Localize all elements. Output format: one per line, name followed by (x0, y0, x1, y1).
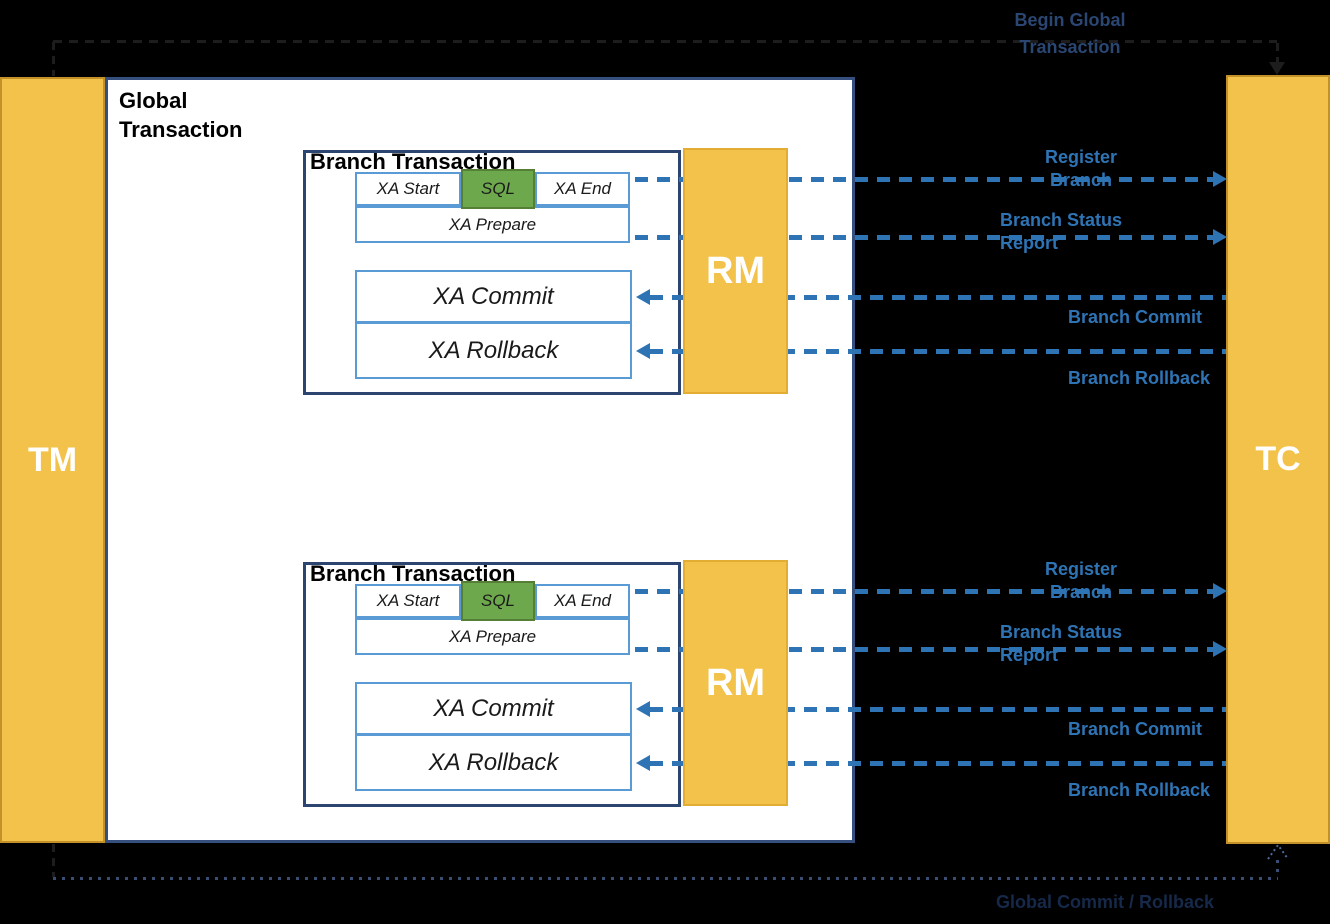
branch-status-arrowhead-icon (1213, 641, 1227, 657)
register-branch-arrow (635, 589, 1214, 594)
xa-commit-box: XA Commit (355, 682, 632, 735)
register-branch-label: Register Branch (1044, 559, 1118, 602)
xa-rollback-box: XA Rollback (355, 322, 632, 379)
xa-rollback-box: XA Rollback (355, 734, 632, 791)
end-flow-arrowhead-icon (1267, 843, 1289, 860)
branch-commit-arrowhead-icon (636, 289, 650, 305)
global-commit-rollback-label: Global Commit / Rollback (995, 892, 1215, 912)
rm-label: RM (705, 249, 766, 292)
xa-end-label: XA End (553, 591, 612, 610)
branch-commit-arrow (650, 295, 1226, 300)
xa-commit-label: XA Commit (433, 694, 554, 722)
sql-box: SQL (461, 581, 535, 621)
branch-commit-label: Branch Commit (1068, 719, 1203, 739)
xa-prepare-box: XA Prepare (355, 206, 630, 243)
sql-box: SQL (461, 169, 535, 209)
tc-box: TC (1226, 75, 1330, 844)
xa-start-box: XA Start (355, 172, 461, 206)
xa-start-label: XA Start (376, 591, 440, 610)
begin-flow-line-down (1276, 43, 1279, 63)
xa-commit-box: XA Commit (355, 270, 632, 323)
branch-commit-arrow (650, 707, 1226, 712)
begin-flow-line-up (52, 42, 55, 76)
xa-start-box: XA Start (355, 584, 461, 618)
begin-global-transaction-label: Begin Global Transaction (1014, 10, 1126, 57)
xa-prepare-label: XA Prepare (448, 626, 537, 646)
tm-box: TM (0, 77, 105, 843)
xa-commit-label: XA Commit (433, 282, 554, 310)
register-branch-arrowhead-icon (1213, 583, 1227, 599)
tc-label: TC (1255, 440, 1301, 478)
xa-end-label: XA End (553, 179, 612, 198)
end-flow-line-down (52, 844, 55, 877)
rm-box: RM (683, 560, 788, 806)
branch-commit-label: Branch Commit (1068, 307, 1203, 327)
end-flow-line (53, 877, 1278, 880)
branch-status-arrowhead-icon (1213, 229, 1227, 245)
register-branch-arrow (635, 177, 1214, 182)
sql-label: SQL (480, 179, 516, 198)
branch-rollback-arrow (650, 761, 1226, 766)
xa-prepare-box: XA Prepare (355, 618, 630, 655)
xa-prepare-label: XA Prepare (448, 214, 537, 234)
branch-rollback-label: Branch Rollback (1068, 780, 1211, 800)
global-transaction-title: Global Transaction (119, 88, 243, 142)
branch-commit-arrowhead-icon (636, 701, 650, 717)
branch-status-report-label: Branch Status Report (1000, 622, 1123, 665)
register-branch-arrowhead-icon (1213, 171, 1227, 187)
branch-status-arrow (635, 235, 1214, 240)
xa-start-label: XA Start (376, 179, 440, 198)
branch-rollback-arrowhead-icon (636, 755, 650, 771)
rm-label: RM (705, 661, 766, 704)
xa-rollback-label: XA Rollback (428, 748, 559, 776)
branch-status-arrow (635, 647, 1214, 652)
branch-rollback-arrowhead-icon (636, 343, 650, 359)
sql-label: SQL (480, 591, 516, 610)
branch-rollback-arrow (650, 349, 1226, 354)
begin-flow-arrowhead-icon (1269, 62, 1285, 75)
begin-flow-line (53, 40, 1277, 43)
branch-rollback-label: Branch Rollback (1068, 368, 1211, 388)
tm-label: TM (27, 440, 78, 479)
xa-rollback-label: XA Rollback (428, 336, 559, 364)
xa-end-box: XA End (535, 172, 630, 206)
branch-status-report-label: Branch Status Report (1000, 210, 1123, 253)
xa-end-box: XA End (535, 584, 630, 618)
rm-box: RM (683, 148, 788, 394)
register-branch-label: Register Branch (1044, 147, 1118, 190)
end-flow-line-up (1276, 860, 1279, 878)
